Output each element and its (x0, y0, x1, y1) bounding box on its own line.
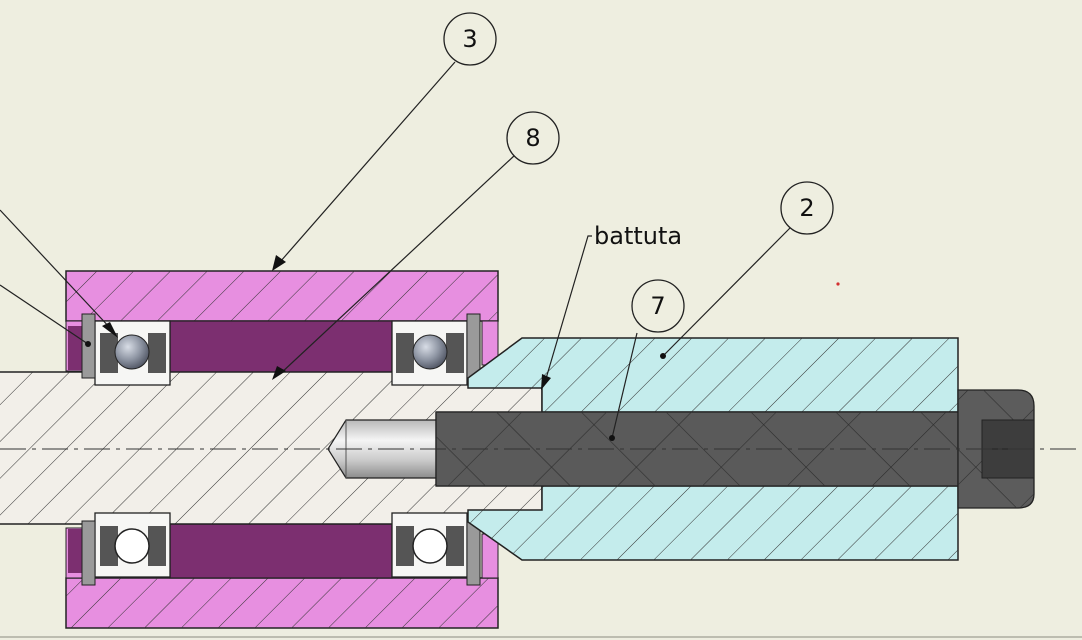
stray-mark (836, 282, 840, 286)
leader-lines (0, 61, 791, 439)
balloon-2: 2 (780, 181, 834, 235)
balloon-8: 8 (506, 111, 560, 165)
balloon-7-label: 7 (650, 292, 665, 320)
balloon-8-label: 8 (525, 124, 540, 152)
balloon-2-label: 2 (799, 194, 814, 222)
retaining-rings (81, 313, 481, 586)
balloon-3-label: 3 (462, 25, 477, 53)
bearing-bottom-right (391, 512, 468, 578)
bearing-top-right (391, 320, 468, 386)
balloon-3: 3 (443, 12, 497, 66)
bearing-bottom-left (94, 512, 171, 578)
leader-dots (85, 341, 666, 441)
balloon-7: 7 (631, 279, 685, 333)
leader-arrowheads (102, 255, 551, 390)
battuta-note: battuta (594, 222, 682, 250)
cone-part (467, 337, 959, 561)
housing-part (65, 270, 499, 629)
bearing-top-left (94, 320, 171, 386)
